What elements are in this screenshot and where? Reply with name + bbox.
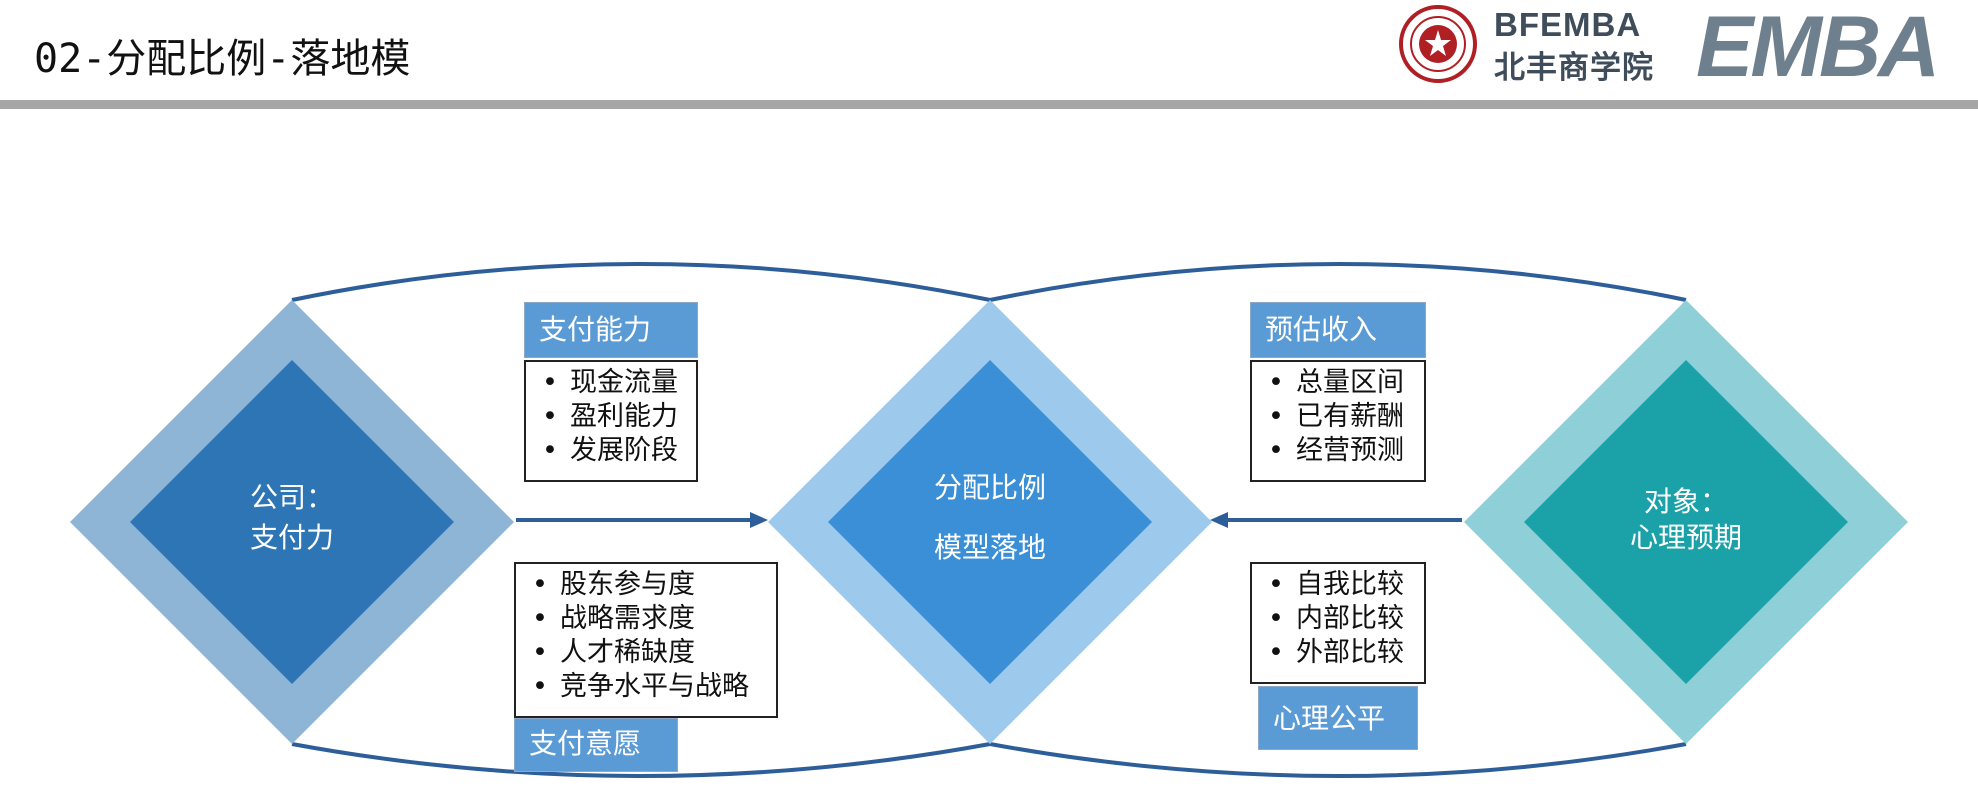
list-item: •战略需求度 bbox=[532, 603, 695, 634]
center-diamond-label: 分配比例 模型落地 bbox=[880, 458, 1100, 578]
psych-fairness-header: 心理公平 bbox=[1258, 686, 1418, 750]
logo: BFEMBA 北丰商学院 EMBA bbox=[1396, 0, 1978, 98]
list-item: •人才稀缺度 bbox=[532, 637, 695, 668]
center-diamond-inner bbox=[828, 360, 1152, 684]
pay-ability-header: 支付能力 bbox=[524, 302, 698, 358]
left-diamond-line2: 支付力 bbox=[249, 521, 334, 554]
arrow-left-to-center-head bbox=[750, 512, 768, 528]
psych-fairness-list: •自我比较 •内部比较 •外部比较 bbox=[1250, 562, 1426, 684]
brand-top-text: BFEMBA bbox=[1494, 6, 1642, 43]
right-diamond-label: 对象： 心理预期 bbox=[1576, 484, 1796, 556]
right-diamond-inner bbox=[1524, 360, 1848, 684]
list-item: •现金流量 bbox=[542, 367, 678, 398]
right-diamond-line1: 对象： bbox=[1643, 485, 1728, 518]
list-item: •经营预测 bbox=[1268, 435, 1404, 466]
list-item: •盈利能力 bbox=[542, 401, 678, 432]
list-item: •股东参与度 bbox=[532, 569, 695, 600]
list-item: •发展阶段 bbox=[542, 435, 678, 466]
center-diamond-line1: 分配比例 bbox=[933, 471, 1046, 504]
right-diamond-line2: 心理预期 bbox=[1629, 521, 1742, 554]
left-diamond-label: 公司： 支付力 bbox=[182, 478, 402, 558]
estimated-income-header: 预估收入 bbox=[1250, 302, 1426, 358]
arrow-right-to-center-head bbox=[1210, 512, 1228, 528]
list-item: •竞争水平与战略 bbox=[532, 671, 749, 702]
list-item: •外部比较 bbox=[1268, 637, 1404, 668]
pay-willingness-list: •股东参与度 •战略需求度 •人才稀缺度 •竞争水平与战略 bbox=[514, 562, 778, 718]
list-item: •总量区间 bbox=[1268, 367, 1404, 398]
list-item: •已有薪酬 bbox=[1268, 401, 1404, 432]
left-diamond-inner bbox=[130, 360, 454, 684]
bottom-right-curve bbox=[989, 742, 1687, 778]
left-diamond-line1: 公司： bbox=[249, 481, 334, 514]
list-item: •内部比较 bbox=[1268, 603, 1404, 634]
school-seal-icon bbox=[1399, 5, 1477, 83]
pay-ability-list: •现金流量 •盈利能力 •发展阶段 bbox=[524, 360, 698, 482]
estimated-income-list: •总量区间 •已有薪酬 •经营预测 bbox=[1250, 360, 1426, 482]
center-diamond-line2: 模型落地 bbox=[933, 531, 1046, 564]
top-left-curve bbox=[291, 262, 991, 302]
top-right-curve bbox=[989, 262, 1687, 302]
brand-chinese-text: 北丰商学院 bbox=[1494, 50, 1654, 86]
bottom-left-curve bbox=[291, 742, 991, 778]
brand-emba-text: EMBA bbox=[1696, 0, 1940, 95]
pay-willingness-header: 支付意愿 bbox=[514, 718, 678, 772]
list-item: •自我比较 bbox=[1268, 569, 1404, 600]
page-title: 02-分配比例-落地模 bbox=[34, 36, 411, 82]
header-divider bbox=[0, 100, 1978, 109]
